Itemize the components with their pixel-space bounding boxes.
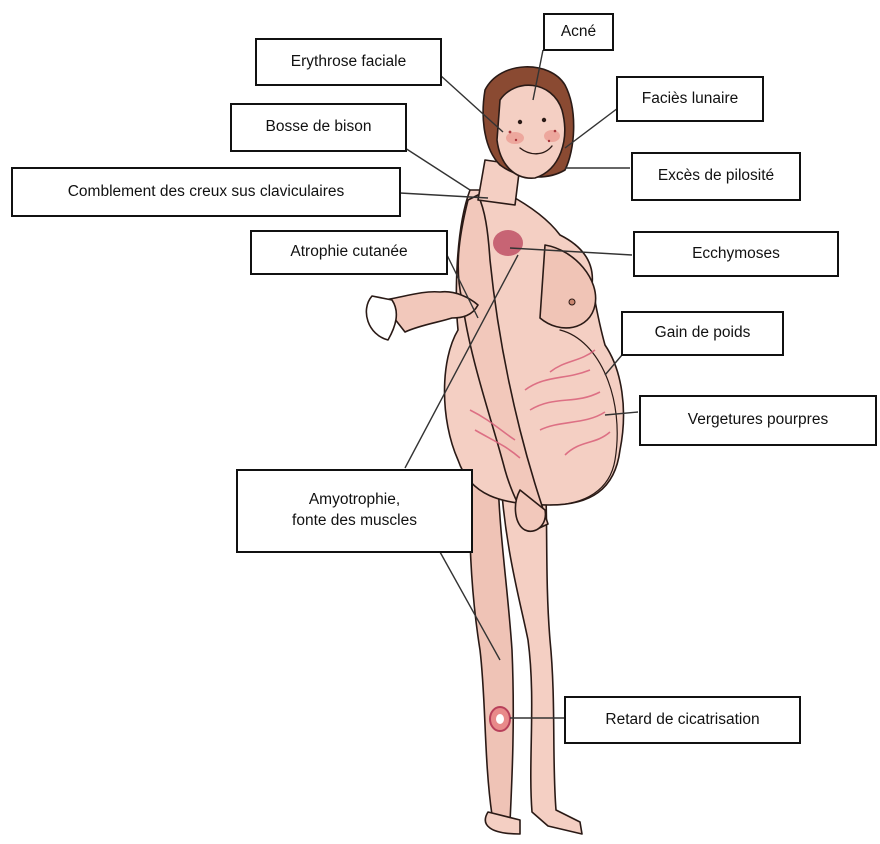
label-facial-erythrosis: Erythrose faciale (255, 38, 442, 86)
label-moon-face-text: Faciès lunaire (642, 89, 739, 110)
label-amyotrophy-line2: fonte des muscles (292, 511, 417, 532)
bruise-mark (493, 230, 523, 256)
foot-back (485, 812, 520, 834)
label-hirsutism-text: Excès de pilosité (658, 166, 774, 187)
label-delayed-healing-text: Retard de cicatrisation (605, 710, 759, 731)
label-purple-striae-text: Vergetures pourpres (688, 410, 828, 431)
label-buffalo-hump-text: Bosse de bison (266, 117, 372, 138)
label-weight-gain: Gain de poids (621, 311, 784, 356)
label-skin-atrophy: Atrophie cutanée (250, 230, 448, 275)
label-hirsutism: Excès de pilosité (631, 152, 801, 201)
label-facial-erythrosis-text: Erythrose faciale (291, 52, 406, 73)
label-amyotrophy: Amyotrophie, fonte des muscles (236, 469, 473, 553)
label-supraclavicular-fill: Comblement des creux sus claviculaires (11, 167, 401, 217)
examiner-sleeve (366, 296, 396, 340)
label-acne-text: Acné (561, 22, 596, 43)
label-amyotrophy-line1: Amyotrophie, (309, 490, 400, 511)
label-buffalo-hump: Bosse de bison (230, 103, 407, 152)
label-acne: Acné (543, 13, 614, 51)
label-ecchymoses-text: Ecchymoses (692, 244, 780, 265)
label-ecchymoses: Ecchymoses (633, 231, 839, 277)
label-moon-face: Faciès lunaire (616, 76, 764, 122)
label-purple-striae: Vergetures pourpres (639, 395, 877, 446)
label-skin-atrophy-text: Atrophie cutanée (290, 242, 407, 263)
label-delayed-healing: Retard de cicatrisation (564, 696, 801, 744)
wound-mark (490, 707, 510, 731)
label-supraclavicular-fill-text: Comblement des creux sus claviculaires (68, 182, 345, 203)
label-weight-gain-text: Gain de poids (655, 323, 751, 344)
